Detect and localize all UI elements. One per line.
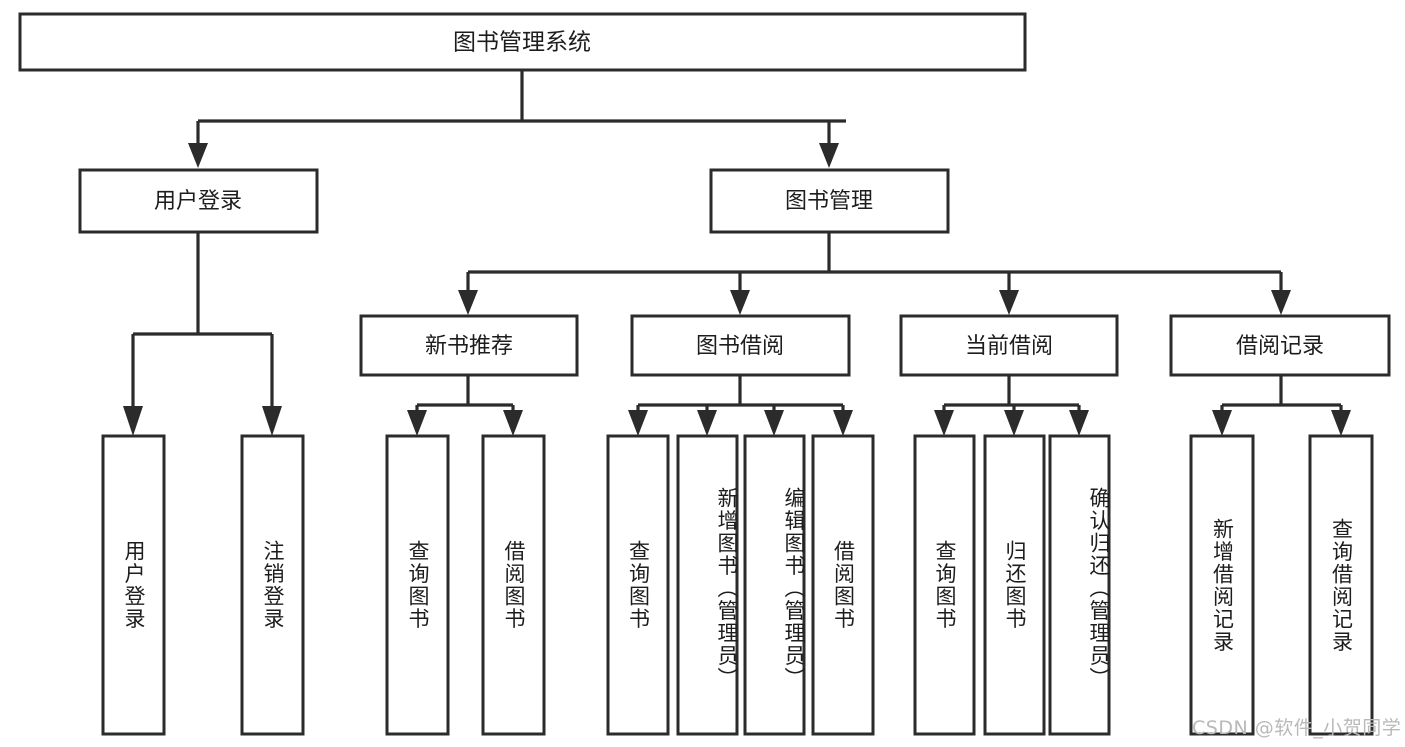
node-label: 图书管理系统: [453, 30, 591, 56]
connector-root-to-level2: [188, 70, 846, 168]
node-root-book-management-system[interactable]: 图书管理系统: [18, 12, 1027, 72]
leaf-node-newbook-query-book[interactable]: [385, 434, 450, 736]
connector-currentborrow-to-leaves: [934, 375, 1089, 436]
node-label: 用户登录: [154, 189, 242, 214]
node-book-management[interactable]: 图书管理: [709, 168, 950, 234]
connector-bookmgmt-to-level3: [458, 232, 1291, 315]
node-label: 图书借阅: [696, 334, 784, 359]
connector-borrowrecord-to-leaves: [1212, 375, 1351, 436]
connector-userlogin-to-leaves: [123, 232, 282, 436]
leaf-node-user-login-logout[interactable]: [240, 434, 305, 736]
leaf-node-user-login-login[interactable]: [101, 434, 166, 736]
node-label: 图书管理: [785, 189, 873, 214]
node-label: 新书推荐: [425, 334, 513, 359]
leaf-node-bookborrow-query-book[interactable]: [606, 434, 670, 736]
leaf-node-bookborrow-add-book-admin[interactable]: [676, 434, 739, 736]
node-new-book-recommend[interactable]: 新书推荐: [359, 314, 579, 377]
node-label: 借阅记录: [1236, 334, 1324, 359]
leaf-node-bookborrow-edit-book-admin[interactable]: [743, 434, 806, 736]
node-book-borrow[interactable]: 图书借阅: [630, 314, 851, 377]
leaf-node-currentborrow-confirm-return-admin[interactable]: [1048, 434, 1111, 736]
leaf-node-newbook-borrow-book[interactable]: [481, 434, 546, 736]
csdn-watermark: CSDN @软件_小贺同学: [1192, 717, 1402, 739]
leaf-node-currentborrow-return-book[interactable]: [983, 434, 1046, 736]
leaf-node-borrowrecord-query-record[interactable]: [1308, 434, 1374, 736]
node-borrow-record[interactable]: 借阅记录: [1169, 314, 1391, 377]
leaf-node-currentborrow-query-book[interactable]: [913, 434, 976, 736]
node-label: 当前借阅: [965, 334, 1053, 359]
node-user-login[interactable]: 用户登录: [78, 168, 319, 234]
connector-bookborrow-to-leaves: [628, 375, 853, 436]
node-current-borrow[interactable]: 当前借阅: [899, 314, 1119, 377]
leaf-node-bookborrow-borrow-book[interactable]: [811, 434, 875, 736]
leaf-node-borrowrecord-add-record[interactable]: [1189, 434, 1255, 736]
connector-newbook-to-leaves: [407, 375, 523, 436]
